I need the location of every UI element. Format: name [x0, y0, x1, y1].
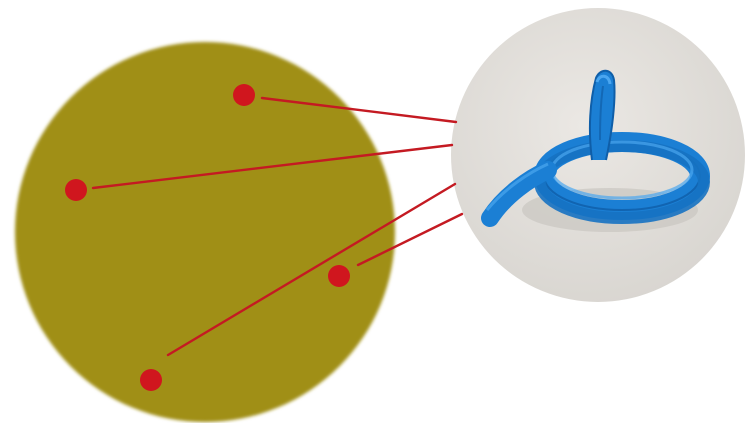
color-swatch-disc	[15, 42, 395, 422]
marker-dot-4[interactable]	[140, 369, 162, 391]
marker-dot-1[interactable]	[233, 84, 255, 106]
product-inset	[451, 8, 745, 302]
marker-dot-3[interactable]	[328, 265, 350, 287]
marker-dot-2[interactable]	[65, 179, 87, 201]
